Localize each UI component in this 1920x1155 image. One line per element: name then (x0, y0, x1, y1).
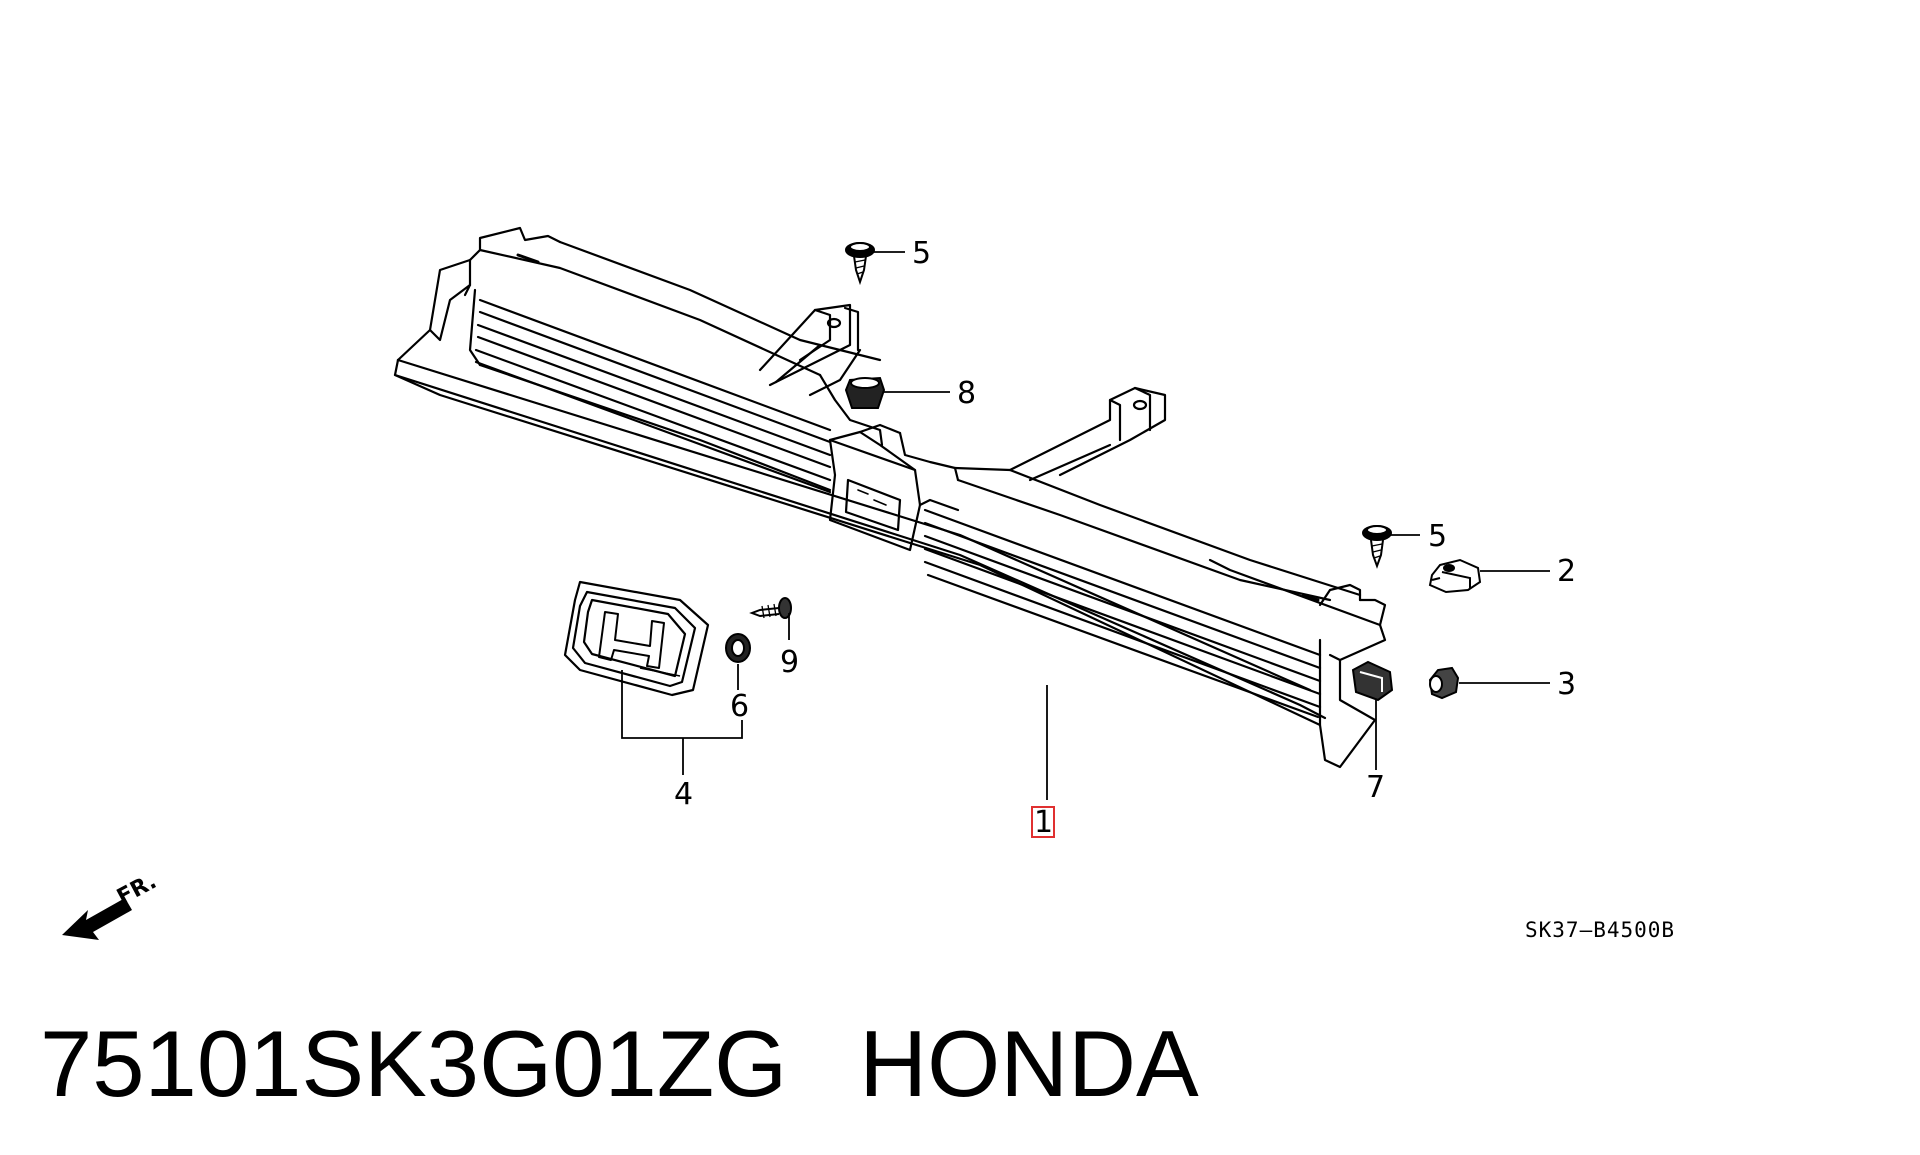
callout-4: 4 (674, 777, 693, 812)
callout-5-upper: 5 (912, 236, 931, 271)
callout-3: 3 (1557, 667, 1576, 702)
nut-part-3[interactable] (1428, 666, 1460, 700)
clip-part-2[interactable] (1428, 558, 1482, 594)
part-title: 75101SK3G01ZG HONDA (40, 1010, 1199, 1118)
clip-part-7[interactable] (1351, 660, 1394, 702)
screw-part-5-right[interactable] (1362, 525, 1392, 569)
callout-1-highlight (1031, 806, 1055, 838)
clip-part-8[interactable] (844, 376, 886, 409)
grille-part[interactable] (393, 226, 1387, 769)
leader-lines (621, 251, 1550, 800)
emblem-part[interactable] (563, 580, 710, 697)
screw-part-9[interactable] (749, 597, 792, 619)
callout-6: 6 (730, 689, 749, 724)
front-direction-arrow: FR. (62, 869, 161, 940)
callout-7: 7 (1366, 770, 1385, 805)
callout-9: 9 (780, 645, 799, 680)
callout-2: 2 (1557, 554, 1576, 589)
callout-8: 8 (957, 376, 976, 411)
washer-part-6[interactable] (725, 633, 751, 663)
screw-part-5-upper[interactable] (845, 242, 875, 286)
callout-labels: 5 8 5 2 3 7 9 6 4 1 (674, 236, 1576, 840)
callout-5-right: 5 (1428, 519, 1447, 554)
diagram-code: SK37–B4500B (1525, 918, 1675, 942)
brand-name: HONDA (859, 1011, 1199, 1116)
callout-1: 1 (1034, 805, 1053, 840)
part-number: 75101SK3G01ZG (40, 1011, 788, 1116)
